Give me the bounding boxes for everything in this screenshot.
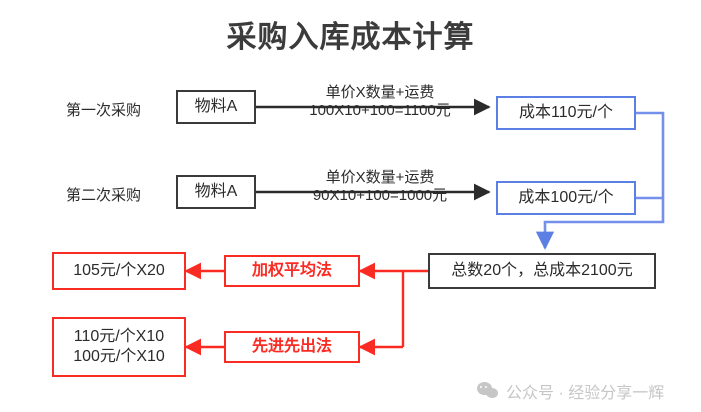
purchase-label-1: 第一次采购 bbox=[66, 102, 142, 119]
page-title: 采购入库成本计算 bbox=[226, 21, 475, 54]
method-label-weighted-average: 加权平均法 bbox=[251, 262, 332, 279]
outcome-line: 110元/个X10 bbox=[73, 328, 165, 345]
formula-top-1: 单价X数量+运费 bbox=[325, 84, 435, 101]
method-box-fifo: 先进先出法 bbox=[224, 331, 360, 363]
cost-result-box-1: 成本110元/个 bbox=[496, 96, 636, 130]
method-label-fifo: 先进先出法 bbox=[251, 338, 332, 355]
wechat-icon bbox=[477, 382, 499, 400]
outcome-box-fifo: 110元/个X10 100元/个X10 bbox=[52, 317, 186, 377]
method-box-weighted-average: 加权平均法 bbox=[224, 255, 360, 287]
outcome-line: 105元/个X20 bbox=[73, 262, 165, 279]
material-box-1: 物料A bbox=[176, 90, 256, 124]
formula-caption-1: 单价X数量+运费 100X10+100=1100元 bbox=[272, 84, 488, 120]
formula-bottom-2: 90X10+100=1000元 bbox=[312, 187, 448, 204]
cost-result-box-2: 成本100元/个 bbox=[496, 181, 636, 215]
formula-caption-2: 单价X数量+运费 90X10+100=1000元 bbox=[272, 169, 488, 205]
purchase-label-2: 第二次采购 bbox=[66, 187, 142, 204]
formula-bottom-1: 100X10+100=1100元 bbox=[309, 102, 451, 119]
watermark: 公众号 · 经验分享一辉 bbox=[477, 379, 664, 403]
outcome-box-weighted-average: 105元/个X20 bbox=[52, 252, 186, 290]
formula-top-2: 单价X数量+运费 bbox=[325, 169, 435, 186]
material-box-2: 物料A bbox=[176, 175, 256, 209]
outcome-line: 100元/个X10 bbox=[73, 348, 165, 365]
watermark-text: 公众号 · 经验分享一辉 bbox=[506, 385, 665, 402]
total-summary-box: 总数20个，总成本2100元 bbox=[428, 253, 656, 289]
